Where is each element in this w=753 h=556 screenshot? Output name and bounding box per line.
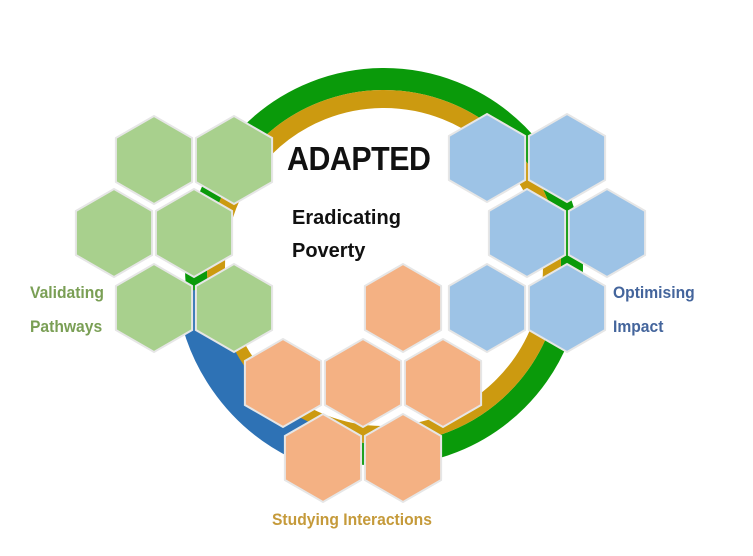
label-validating-pathways: Validating Pathways — [30, 276, 104, 344]
subtitle-line-2: Poverty — [292, 240, 366, 262]
hexagon-blue — [527, 112, 607, 204]
hexagon-blue — [447, 112, 527, 204]
hexagon-green — [194, 114, 274, 206]
label-studying-interactions: Studying Interactions — [272, 510, 432, 529]
label-line: Validating — [30, 283, 104, 302]
hexagon-orange — [363, 412, 443, 504]
hexagon-orange — [323, 337, 403, 429]
hexagon-green — [114, 114, 194, 206]
hexagon-green — [194, 262, 274, 354]
label-line: Pathways — [30, 317, 103, 336]
hexagon-blue — [567, 187, 647, 279]
subtitle-line-1: Eradicating — [292, 207, 401, 229]
label-line: Optimising — [613, 283, 695, 302]
hexagon-blue — [447, 262, 527, 354]
hexagon-orange — [283, 412, 363, 504]
hexagon-green — [114, 262, 194, 354]
hexagon-green — [74, 187, 154, 279]
hexagon-orange — [363, 262, 443, 354]
hexagon-blue — [487, 187, 567, 279]
label-line: Impact — [613, 317, 664, 336]
hexagon-green — [154, 187, 234, 279]
hexagon-blue — [527, 262, 607, 354]
label-optimising-impact: Optimising Impact — [613, 276, 695, 344]
hexagon-orange — [243, 337, 323, 429]
hexagon-orange — [403, 337, 483, 429]
diagram-title: ADAPTED — [287, 140, 431, 177]
